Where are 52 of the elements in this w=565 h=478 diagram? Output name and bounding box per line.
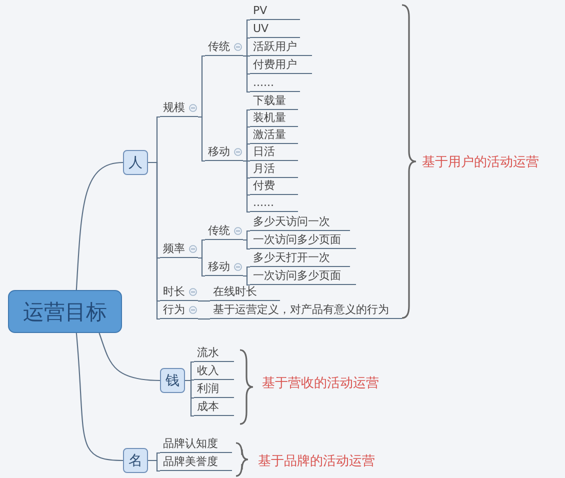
topic-text: ...... [250,195,298,212]
connector-line [98,332,160,382]
topic-text: 移动 [205,144,243,161]
topic-text: 品牌美誉度 [160,454,232,471]
topic-text: 流水 [194,345,234,362]
topic-text: 基于运营定义，对产品有意义的行为 [210,302,402,319]
note-text: 基于品牌的活动运营 [258,453,375,470]
connector-line [243,55,250,93]
topic-text: 月活 [250,161,298,178]
topic-text: 行为 [160,302,198,319]
connector-line [243,160,250,213]
topic-text: 移动 [205,259,243,276]
topic-text: 收入 [194,363,234,380]
central-topic-box: 运营目标 [8,290,122,333]
connector-line [243,239,250,250]
connector-line [76,162,124,290]
topic-text: 频率 [160,241,198,258]
connector-line [185,380,194,417]
connector-line [198,257,205,277]
topic-text: 在线时长 [210,284,280,301]
topic-text: 一次访问多少页面 [250,268,356,285]
topic-text: 传统 [205,223,243,240]
note-text: 基于营收的活动运营 [262,375,379,392]
connector-line [198,318,210,320]
topic-text: PV [250,3,300,20]
topic-text: 时长 [160,284,198,301]
topic-text: 品牌认知度 [160,436,232,453]
topic-text: 多少天访问一次 [250,214,350,231]
connector-line [243,275,250,286]
topic-box: 钱 [160,368,185,393]
topic-text: 付费 [250,178,298,195]
topic-text: 付费用户 [250,57,312,74]
topic-text: 利润 [194,381,234,398]
topic-text: 多少天打开一次 [250,250,350,267]
connector-line [198,300,210,302]
topic-box: 人 [123,150,148,175]
topic-text: 日活 [250,144,298,161]
topic-text: UV [250,21,300,38]
topic-text: ...... [250,75,300,92]
connector-line [148,460,160,472]
topic-text: 装机量 [250,110,298,127]
topic-text: 规模 [160,100,198,117]
topic-text: 一次访问多少页面 [250,232,356,249]
topic-box: 名 [123,448,148,473]
topic-text: 成本 [194,399,234,416]
topic-text: 传统 [205,39,243,56]
topic-text: 活跃用户 [250,39,312,56]
connector-line [198,116,205,162]
note-text: 基于用户的活动运营 [422,154,539,171]
connector-line [76,332,124,462]
topic-text: 激活量 [250,127,298,144]
topic-text: 下载量 [250,93,298,110]
